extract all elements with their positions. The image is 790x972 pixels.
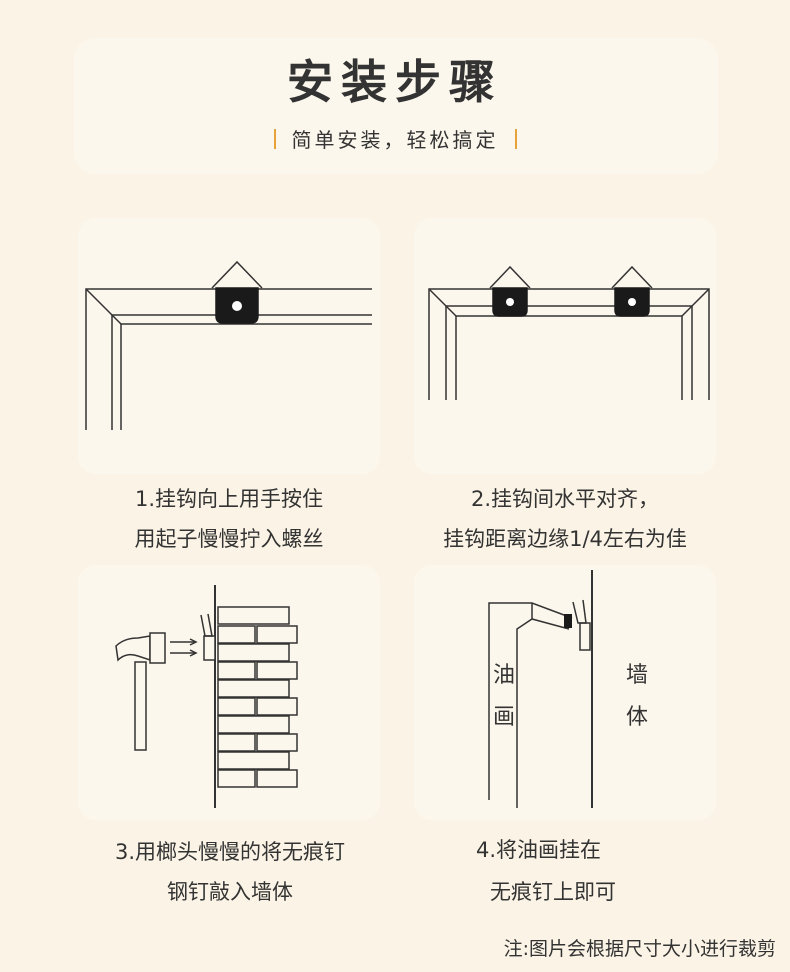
step-3-caption-line-2: 钢钉敲入墙体 [167, 880, 293, 904]
hammer-icon [115, 632, 166, 751]
painting-label-char-1: 油 [492, 663, 515, 688]
wall-label-char-1: 墙 [625, 663, 648, 688]
step-4-caption-line-2: 无痕钉上即可 [490, 880, 616, 904]
wall-label-char-2: 体 [625, 705, 648, 730]
step-1-caption-line-1: 1.挂钩向上用手按住 [134, 487, 324, 511]
painting-label-char-2: 画 [492, 705, 515, 730]
step-1-caption-line-2: 用起子慢慢拧入螺丝 [134, 527, 324, 551]
footer-note: 注:图片会根据尺寸大小进行裁剪 [503, 938, 776, 960]
step-3-illustration [115, 585, 298, 808]
step-1-illustration [85, 260, 372, 430]
step-2-card [414, 218, 716, 474]
step-4-caption: 4.将油画挂在 无痕钉上即可 [414, 829, 716, 913]
subtitle-right-bar [514, 128, 517, 149]
step-2-illustration [428, 265, 710, 400]
wall-hook-icon [203, 635, 216, 661]
step-1-caption: 1.挂钩向上用手按住 用起子慢慢拧入螺丝 [78, 479, 380, 559]
step-2-caption-line-1: 2.挂钩间水平对齐， [470, 487, 660, 511]
subtitle-left-bar [273, 128, 276, 149]
frame-hanger-icon [564, 614, 572, 628]
hook-roof-icon [489, 265, 531, 289]
step-4-caption-line-1: 4.将油画挂在 [476, 838, 602, 862]
wall-label: 墙 体 [622, 655, 652, 739]
step-4-card [414, 565, 716, 820]
brick-wall [217, 606, 298, 788]
page-subtitle: 简单安装，轻松搞定 [291, 128, 499, 152]
wall-hook-icon [579, 622, 591, 651]
step-4-illustration [488, 570, 593, 808]
painting-label: 油 画 [489, 655, 519, 739]
page-title: 安装步骤 [287, 55, 503, 109]
step-2-caption: 2.挂钩间水平对齐， 挂钩距离边缘1/4左右为佳 [410, 479, 720, 559]
subtitle-row: 简单安装，轻松搞定 [0, 124, 790, 153]
step-1-card [78, 218, 380, 474]
step-2-caption-line-2: 挂钩距离边缘1/4左右为佳 [443, 527, 687, 551]
hook-roof-icon [211, 260, 263, 289]
hook-roof-icon [611, 265, 653, 289]
step-3-caption: 3.用榔头慢慢的将无痕钉 钢钉敲入墙体 [60, 832, 400, 912]
step-3-caption-line-1: 3.用榔头慢慢的将无痕钉 [114, 840, 346, 864]
header-card [74, 38, 718, 174]
